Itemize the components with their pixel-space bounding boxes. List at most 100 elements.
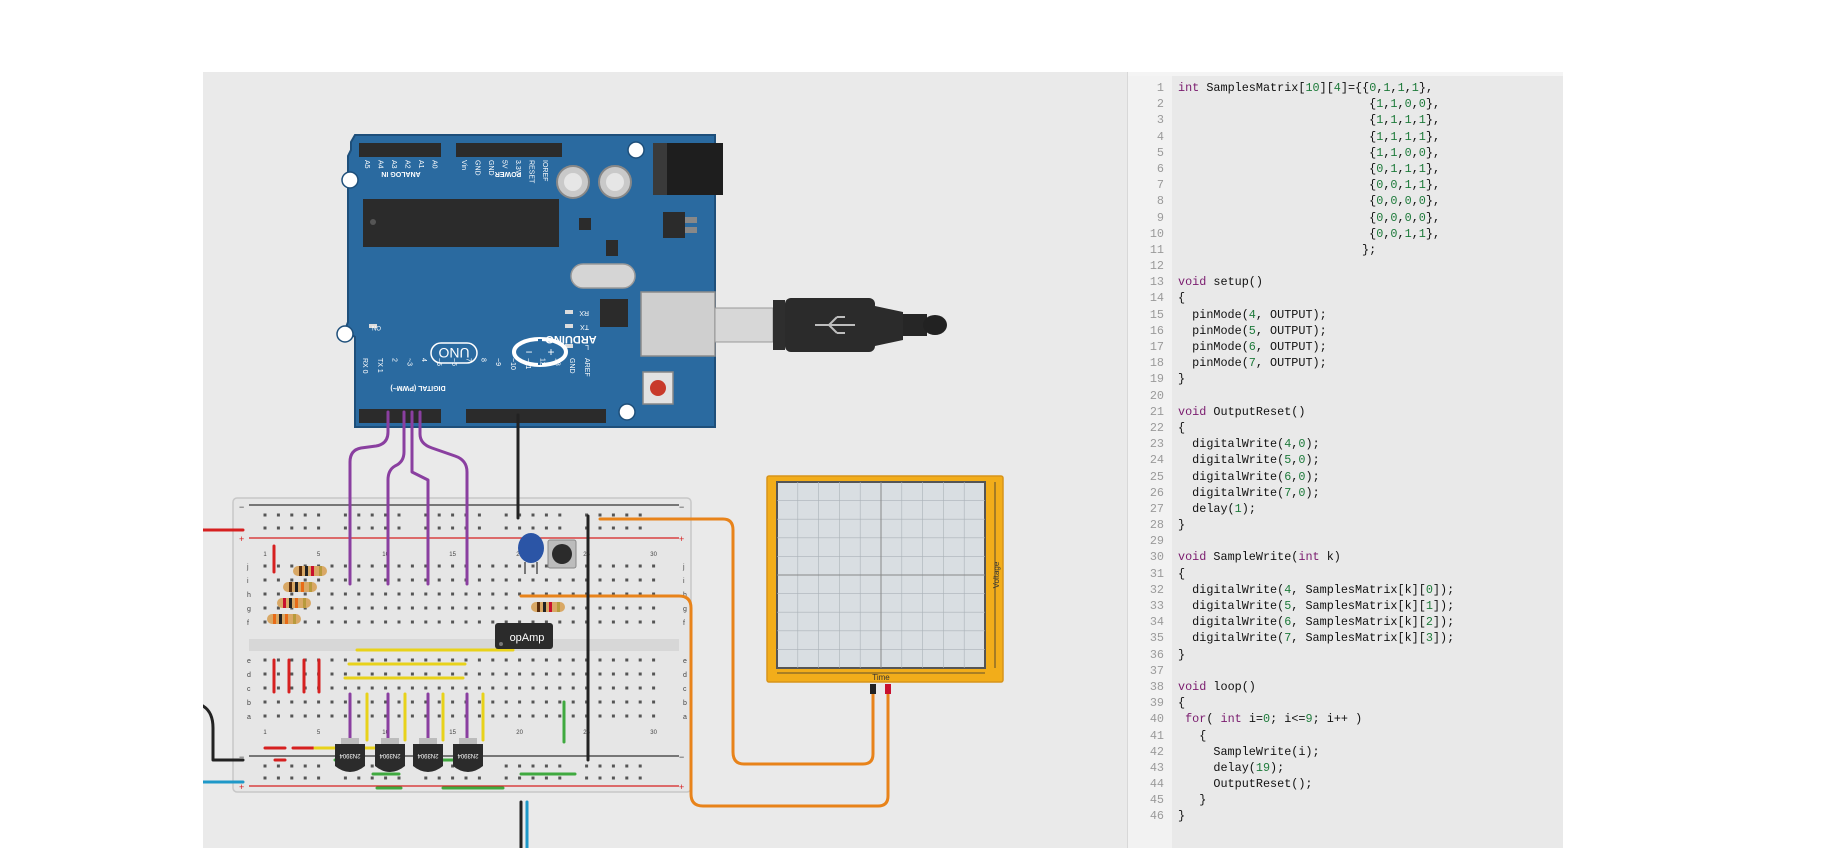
code-line[interactable]: 19} [1128,371,1454,387]
code-line[interactable]: 35 digitalWrite(7, SamplesMatrix[k][3]); [1128,630,1454,646]
row-letter: e [683,658,687,665]
code-line[interactable]: 32 digitalWrite(4, SamplesMatrix[k][0]); [1128,582,1454,598]
code-line[interactable]: 44 OutputReset(); [1128,776,1454,792]
code-line[interactable]: 37 [1128,663,1454,679]
code-line[interactable]: 23 digitalWrite(4,0); [1128,436,1454,452]
line-number: 11 [1149,242,1164,257]
code-line[interactable]: 26 digitalWrite(7,0); [1128,485,1454,501]
oscilloscope[interactable]: Time Voltage [766,475,1004,694]
code-line[interactable]: 17 pinMode(6, OUTPUT); [1128,339,1454,355]
code-line[interactable]: 33 digitalWrite(5, SamplesMatrix[k][1]); [1128,598,1454,614]
resistors[interactable] [267,566,565,624]
pin-label: A2 [404,160,411,169]
code-line[interactable]: 39{ [1128,695,1454,711]
code-line[interactable]: 14{ [1128,290,1454,306]
code-line[interactable]: 24 digitalWrite(5,0); [1128,452,1454,468]
code-line[interactable]: 9 {0,0,0,0}, [1128,210,1454,226]
code-line[interactable]: 29 [1128,533,1454,549]
code-line[interactable]: 46} [1128,808,1454,824]
code-line[interactable]: 22{ [1128,420,1454,436]
pin-label: 13 [553,358,560,366]
arduino-uno-board[interactable]: − + ARDUINO UNO ON ANALOG IN POWER DIGIT… [336,134,723,428]
code-line[interactable]: 43 delay(19); [1128,760,1454,776]
wire-pin6[interactable] [410,410,430,586]
code-line[interactable]: 4 {1,1,1,1}, [1128,129,1454,145]
line-number: 12 [1149,259,1164,274]
wire-pin5[interactable] [386,410,406,586]
code-text: void loop() [1178,679,1256,694]
code-line[interactable]: 45 } [1128,792,1454,808]
scope-probe-red[interactable] [885,684,891,694]
code-line[interactable]: 6 {0,1,1,1}, [1128,161,1454,177]
row-letter: b [247,700,251,707]
code-text: digitalWrite(7,0); [1178,485,1320,500]
line-number: 3 [1156,113,1164,128]
row-letter: g [247,606,251,613]
code-text: } [1178,809,1186,824]
ceramic-capacitor[interactable] [518,533,544,574]
transistors[interactable]: 2N3904 2N3904 2N3904 2N3904 [335,738,483,772]
code-line[interactable]: 27 delay(1); [1128,501,1454,517]
rail-plus-top: + [239,534,244,544]
code-line[interactable]: 20 [1128,388,1454,404]
code-line[interactable]: 18 pinMode(7, OUTPUT); [1128,355,1454,371]
wire-scope-signal[interactable] [519,594,890,808]
transistor-2n3904[interactable]: 2N3904 [413,738,443,772]
code-line[interactable]: 2 {1,1,0,0}, [1128,96,1454,112]
transistor-2n3904[interactable]: 2N3904 [453,738,483,772]
code-line[interactable]: 12 [1128,258,1454,274]
line-number: 31 [1149,566,1164,581]
pin-label: GND [568,358,575,374]
code-text: SampleWrite(i); [1178,744,1320,759]
pushbutton[interactable] [547,539,577,569]
code-line[interactable]: 36} [1128,647,1454,663]
code-line[interactable]: 16 pinMode(5, OUTPUT); [1128,323,1454,339]
code-text: {1,1,1,1}, [1178,113,1441,128]
code-line[interactable]: 42 SampleWrite(i); [1128,744,1454,760]
code-line[interactable]: 31{ [1128,566,1454,582]
code-text: pinMode(4, OUTPUT); [1178,307,1327,322]
code-text: { [1178,291,1186,306]
row-letter: d [247,672,251,679]
code-line[interactable]: 3 {1,1,1,1}, [1128,112,1454,128]
wire-pin7[interactable] [418,410,469,586]
transistor-2n3904[interactable]: 2N3904 [335,738,365,772]
opamp-label: opAmp [510,632,545,644]
scope-x-label: Time [872,673,890,682]
code-line[interactable]: 25 digitalWrite(6,0); [1128,469,1454,485]
transistor-2n3904[interactable]: 2N3904 [375,738,405,772]
scope-probe-black[interactable] [870,684,876,694]
code-line[interactable]: 28} [1128,517,1454,533]
code-line[interactable]: 7 {0,0,1,1}, [1128,177,1454,193]
code-line[interactable]: 8 {0,0,0,0}, [1128,193,1454,209]
code-line[interactable]: 10 {0,0,1,1}, [1128,226,1454,242]
code-line[interactable]: 34 digitalWrite(6, SamplesMatrix[k][2]); [1128,614,1454,630]
opamp-chip[interactable]: opAmp [495,623,553,649]
code-line[interactable]: 40 for( int i=0; i<=9; i++ ) [1128,711,1454,727]
breadboard[interactable]: 115510101515202025253030 jjiihhggffeeddc… [232,497,692,793]
wire-pin4[interactable] [348,410,390,586]
power-on-label: ON [372,324,381,330]
row-letter: a [247,714,251,721]
wire-scope-ground[interactable] [598,517,875,766]
code-line[interactable]: 11 }; [1128,242,1454,258]
line-number: 46 [1149,809,1164,824]
code-line[interactable]: 5 {1,1,0,0}, [1128,145,1454,161]
usb-cable[interactable] [714,298,947,352]
code-text: { [1178,696,1186,711]
wire-ground-in[interactable] [203,704,245,762]
code-line[interactable]: 15 pinMode(4, OUTPUT); [1128,307,1454,323]
circuit-canvas[interactable]: − + ARDUINO UNO ON ANALOG IN POWER DIGIT… [203,72,1127,848]
transistor-label: 2N3904 [417,752,439,758]
code-line[interactable]: 41 { [1128,728,1454,744]
column-number: 5 [317,730,321,736]
line-number: 28 [1149,518,1164,533]
line-number: 32 [1149,582,1164,597]
